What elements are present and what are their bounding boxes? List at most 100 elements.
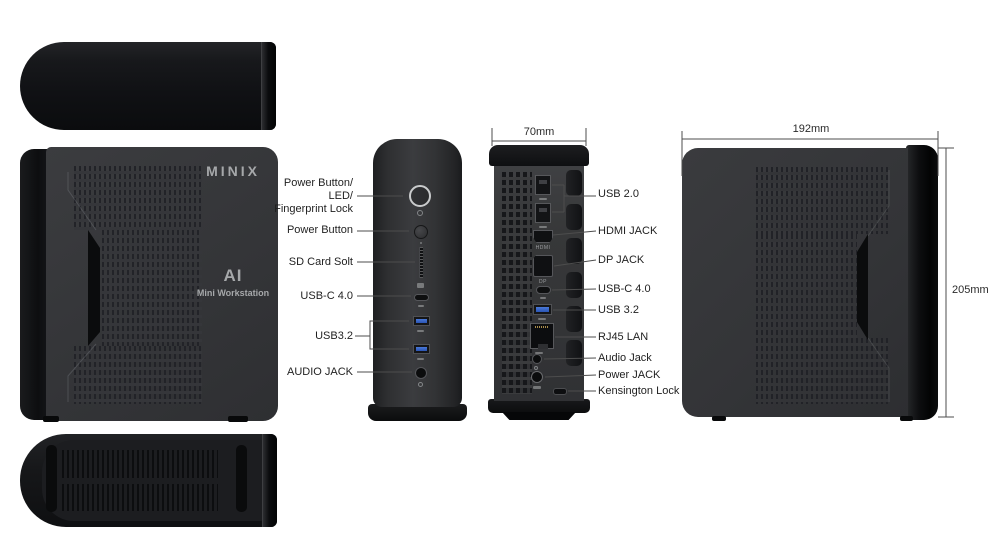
- usb3-port-tongue: [536, 307, 549, 312]
- label-line: LED/: [328, 190, 353, 202]
- rj45-clip: [538, 344, 548, 349]
- label-usb32-rear: USB 3.2: [598, 304, 639, 316]
- audio-jack-rear: [532, 354, 542, 364]
- usb-c-port-rear: [536, 286, 551, 294]
- usb-port-tongue: [539, 180, 547, 184]
- vent-field: [756, 167, 888, 234]
- rubber-foot: [43, 416, 59, 422]
- label-kensington: Kensington Lock: [598, 385, 680, 397]
- label-rj45: RJ45 LAN: [598, 331, 649, 343]
- power-button: [414, 225, 428, 239]
- headphone-icon: [418, 382, 423, 387]
- vent-field: [74, 166, 202, 230]
- label-audio-front: AUDIO JACK: [286, 366, 353, 378]
- dim-side-height: 205mm: [952, 284, 989, 296]
- label-audio-rear: Audio Jack: [598, 352, 652, 364]
- vent-slot: [566, 306, 582, 332]
- label-line: Fingerprint Lock: [274, 203, 353, 215]
- front-view: MINIX AI Mini Workstation: [20, 147, 278, 422]
- usb3-port-tongue: [416, 319, 427, 323]
- label-usb32-front: USB3.2: [315, 330, 353, 342]
- dp-port: [533, 255, 553, 277]
- vent-field: [102, 230, 202, 346]
- vent-slot: [566, 272, 582, 298]
- usb3-port-1: [413, 316, 430, 326]
- rubber-foot-strip: [46, 445, 57, 512]
- rubber-foot: [900, 416, 913, 421]
- vent-slats: [62, 450, 218, 478]
- vent-grid: [502, 172, 532, 394]
- usb-c-icon: [540, 297, 546, 299]
- usb2-port-2: [535, 203, 551, 223]
- dc-in-icon: [533, 386, 541, 389]
- sd-card-icon: [417, 283, 424, 288]
- vent-slot: [566, 340, 582, 366]
- usb2-port-1: [535, 175, 551, 195]
- rubber-foot: [228, 416, 248, 422]
- minix-logo: MINIX: [206, 163, 260, 179]
- model-subtitle: Mini Workstation: [196, 288, 270, 298]
- usb-icon: [538, 318, 546, 320]
- top-view-body: [20, 42, 276, 130]
- model-logo: AI: [223, 266, 243, 285]
- rear-foot: [502, 412, 576, 420]
- kensington-lock-slot: [553, 388, 567, 395]
- headphone-icon: [534, 366, 538, 370]
- vent-field: [756, 338, 888, 404]
- top-view-front-edge: [261, 42, 276, 130]
- side-view-front-edge: [906, 145, 938, 420]
- usb3-port-tongue: [416, 347, 427, 351]
- usb-c-port: [414, 294, 429, 301]
- rear-base: [488, 399, 590, 413]
- side-view: [682, 145, 938, 421]
- label-usb-c-front: USB-C 4.0: [300, 290, 353, 302]
- label-hdmi: HDMI JACK: [598, 225, 658, 237]
- dim-side-width: 192mm: [792, 123, 830, 135]
- label-power-ring: Power Button/ LED/ Fingerprint Lock: [223, 177, 353, 216]
- vent-field: [756, 234, 857, 338]
- label-power-button: Power Button: [286, 224, 353, 236]
- hdmi-port: [533, 230, 553, 243]
- label-power-jack: Power JACK: [598, 369, 661, 381]
- rear-top-cap: [489, 145, 589, 166]
- front-panel-view: [368, 139, 467, 421]
- front-panel-body: [373, 139, 462, 407]
- top-view: [20, 42, 276, 130]
- vent-field: [74, 346, 202, 404]
- usb3-port-rear: [533, 304, 552, 315]
- usb-icon: [417, 358, 424, 360]
- dim-rear-width: 70mm: [523, 126, 555, 138]
- bottom-view: [20, 434, 277, 527]
- hdmi-marking: HDMI: [535, 245, 551, 251]
- power-symbol-icon: [417, 210, 423, 216]
- label-sd-card: SD Card Solt: [288, 256, 353, 268]
- rubber-foot: [712, 416, 726, 421]
- power-led-icon: [420, 242, 422, 244]
- dp-marking: DP: [539, 279, 547, 285]
- usb-c-icon: [418, 305, 424, 307]
- usb3-port-2: [413, 344, 430, 354]
- lan-icon: [535, 352, 543, 354]
- rj45-port: [530, 323, 554, 349]
- vent-slot: [566, 238, 582, 264]
- usb-icon: [539, 226, 547, 228]
- usb-icon: [539, 198, 547, 200]
- front-view-side-edge: [20, 149, 50, 420]
- vent-slats: [62, 484, 218, 511]
- power-jack: [531, 371, 543, 383]
- label-usb-c-rear: USB-C 4.0: [598, 283, 651, 295]
- rj45-pins: [535, 326, 549, 328]
- vent-slot: [566, 204, 582, 230]
- label-usb20: USB 2.0: [598, 188, 639, 200]
- vent-slot: [566, 170, 582, 196]
- rubber-foot-strip: [236, 445, 247, 512]
- rear-panel-view: HDMI DP: [488, 145, 590, 421]
- label-dp: DP JACK: [598, 254, 645, 266]
- usb-icon: [417, 330, 424, 332]
- fingerprint-power-ring: [409, 185, 431, 207]
- audio-jack: [415, 367, 427, 379]
- bottom-view-front-edge: [262, 434, 277, 527]
- stand-base: [368, 404, 467, 421]
- label-line: Power Button/: [283, 177, 353, 189]
